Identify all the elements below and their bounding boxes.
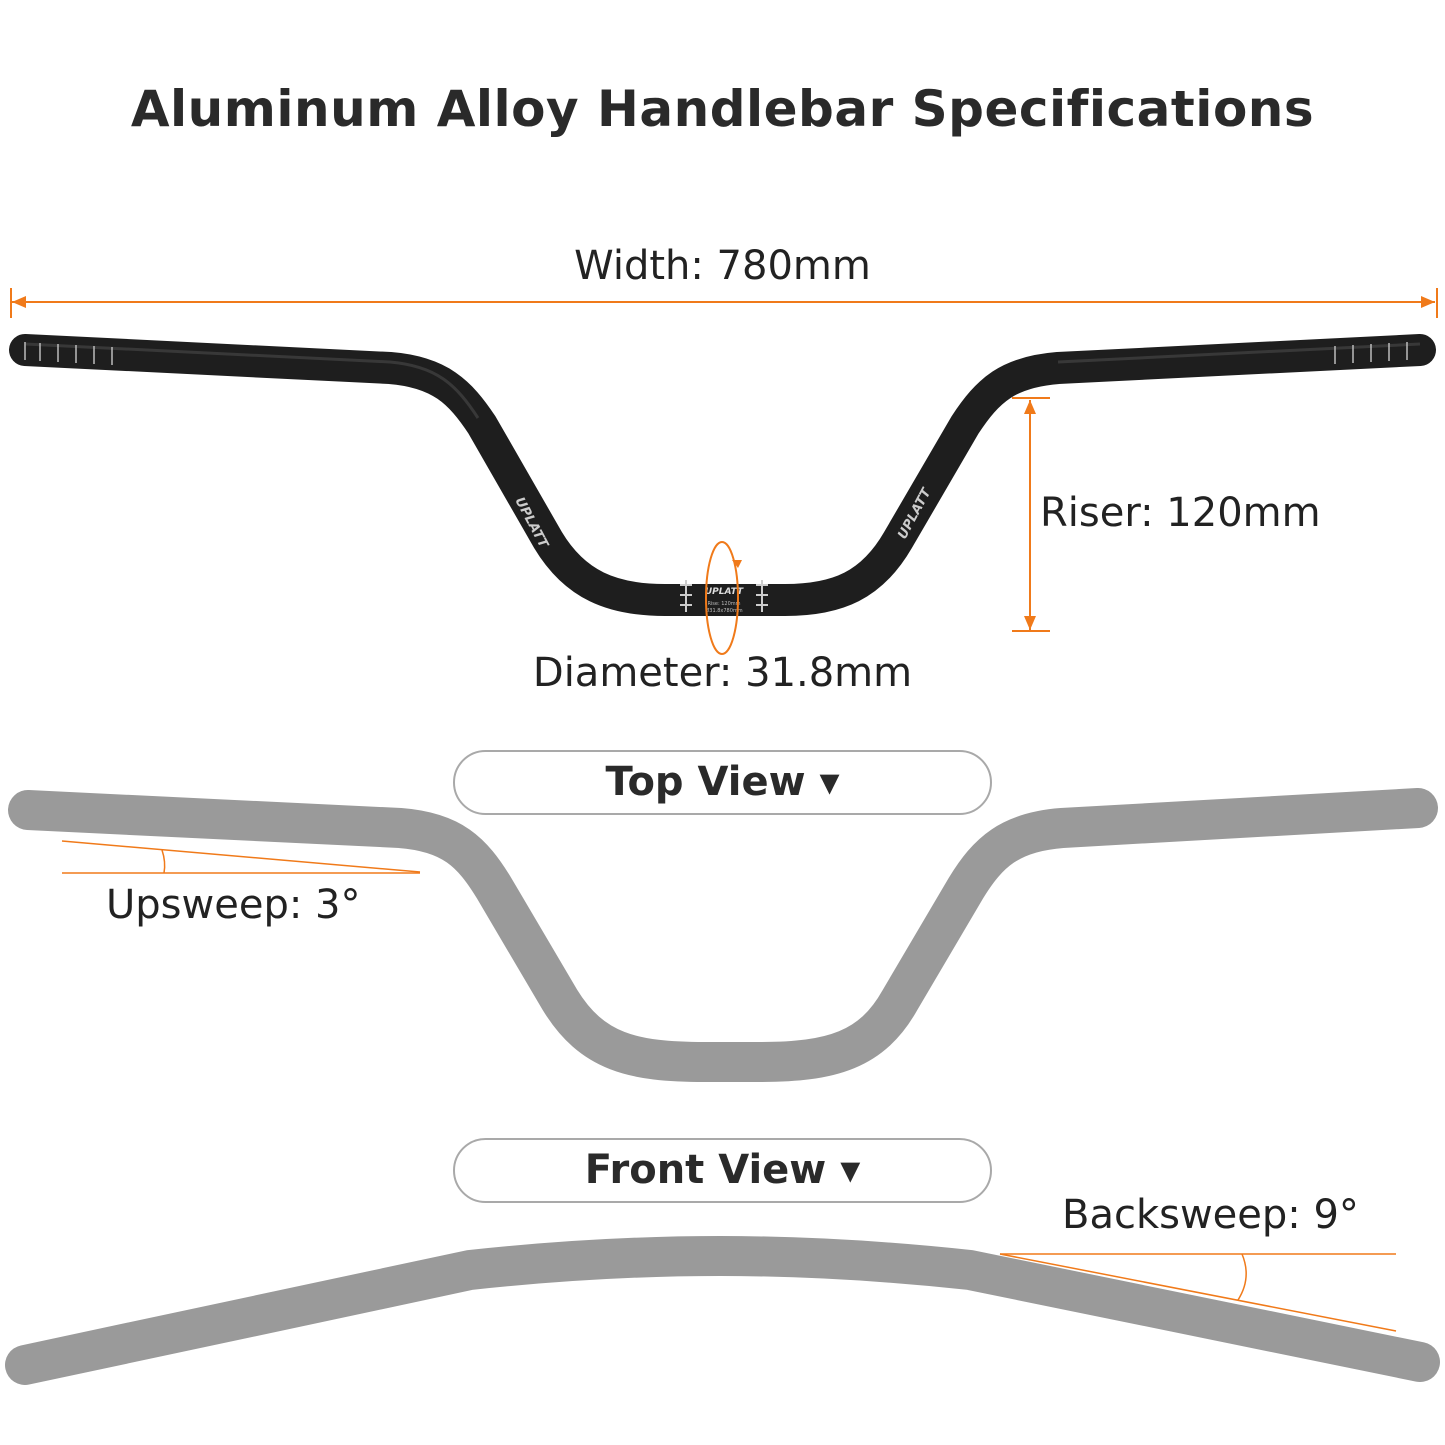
width-label: Width: 780mm (574, 243, 871, 289)
top-view-silhouette (8, 788, 1438, 1082)
front-view-heading: Front View ▾ (453, 1138, 992, 1203)
bar-size-marking: Ø31.8x780mm (705, 607, 742, 614)
width-dimension-arrow (10, 288, 1438, 318)
riser-label: Riser: 120mm (1040, 490, 1321, 536)
handlebar-photo (9, 334, 1436, 616)
diameter-indicator (705, 541, 739, 655)
diameter-label: Diameter: 31.8mm (532, 650, 913, 696)
page-title: Aluminum Alloy Handlebar Specifications (130, 80, 1315, 138)
grip-marks (24, 342, 1408, 365)
bar-rise-marking: Rise: 120mm (707, 601, 740, 607)
riser-dimension-arrow (1012, 397, 1050, 632)
backsweep-angle-lines (999, 1253, 1397, 1332)
upsweep-angle-lines (61, 840, 421, 874)
top-view-heading: Top View ▾ (453, 750, 992, 815)
upsweep-label: Upsweep: 3° (106, 882, 361, 928)
bar-brand-marking: UPLATT (705, 587, 744, 597)
backsweep-label: Backsweep: 9° (1062, 1192, 1359, 1238)
clamp-marks (680, 580, 768, 612)
front-view-silhouette (5, 1235, 1440, 1385)
